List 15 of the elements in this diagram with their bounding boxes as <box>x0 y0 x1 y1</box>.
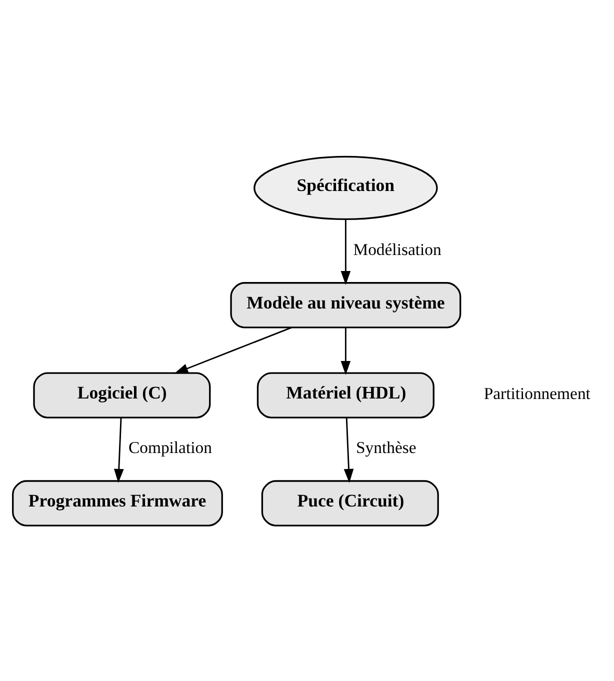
arrow <box>174 326 292 374</box>
edge-label: Compilation <box>128 438 212 457</box>
edge-label: Synthèse <box>356 438 416 457</box>
arrow <box>344 417 354 482</box>
node-ellipse: Spécification <box>254 155 438 220</box>
node-box: Puce (Circuit) <box>261 480 439 526</box>
arrow <box>340 219 351 285</box>
arrow <box>114 417 124 482</box>
node-box: Programmes Firmware <box>12 480 223 526</box>
edge-label: Modélisation <box>353 240 442 259</box>
node-box: Modèle au niveau système <box>230 282 462 328</box>
arrow <box>340 327 351 374</box>
node-box: Logiciel (C) <box>33 372 211 418</box>
node-box: Matériel (HDL) <box>256 372 434 418</box>
label: Partitionnement <box>484 384 590 403</box>
